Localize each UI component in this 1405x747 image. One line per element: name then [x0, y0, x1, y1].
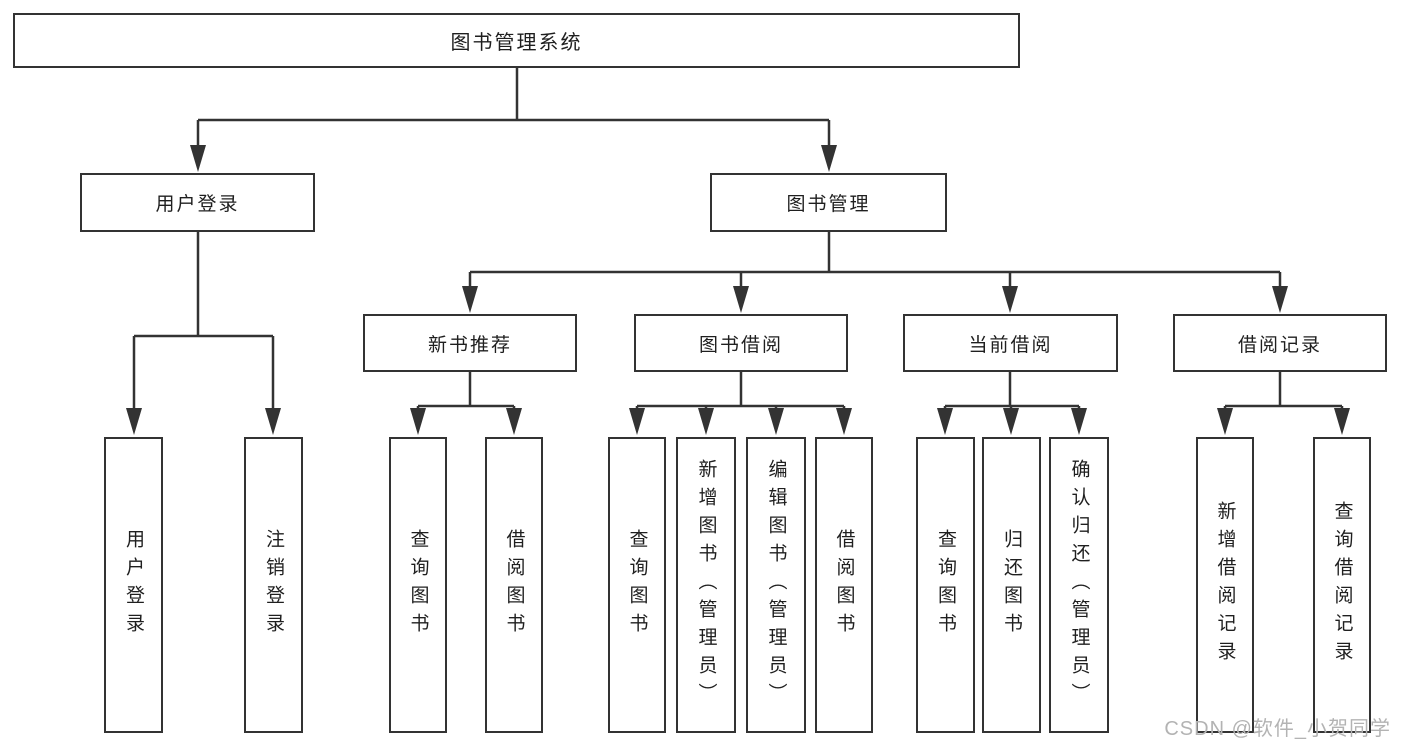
- node-book-borrowing: 图书借阅: [634, 314, 848, 372]
- leaf-borrow-books: 借阅图书: [815, 437, 873, 733]
- leaf-query-books-borrow: 查询图书: [608, 437, 666, 733]
- leaf-return-book: 归还图书: [982, 437, 1041, 733]
- node-user-login: 用户登录: [80, 173, 315, 232]
- node-new-book-recommend: 新书推荐: [363, 314, 577, 372]
- leaf-logout: 注销登录: [244, 437, 303, 733]
- leaf-edit-book-admin: 编辑图书（管理员）: [746, 437, 806, 733]
- leaf-user-login: 用户登录: [104, 437, 163, 733]
- node-current-borrowing: 当前借阅: [903, 314, 1118, 372]
- leaf-borrow-books-recommend: 借阅图书: [485, 437, 543, 733]
- leaf-query-books-current: 查询图书: [916, 437, 975, 733]
- leaf-add-book-admin: 新增图书（管理员）: [676, 437, 736, 733]
- node-book-management: 图书管理: [710, 173, 947, 232]
- leaf-confirm-return-admin: 确认归还（管理员）: [1049, 437, 1109, 733]
- leaf-add-borrow-record: 新增借阅记录: [1196, 437, 1254, 733]
- node-library-system: 图书管理系统: [13, 13, 1020, 68]
- node-borrowing-records: 借阅记录: [1173, 314, 1387, 372]
- leaf-query-borrow-record: 查询借阅记录: [1313, 437, 1371, 733]
- watermark: CSDN @软件_小贺同学: [1164, 718, 1391, 740]
- leaf-query-books-recommend: 查询图书: [389, 437, 447, 733]
